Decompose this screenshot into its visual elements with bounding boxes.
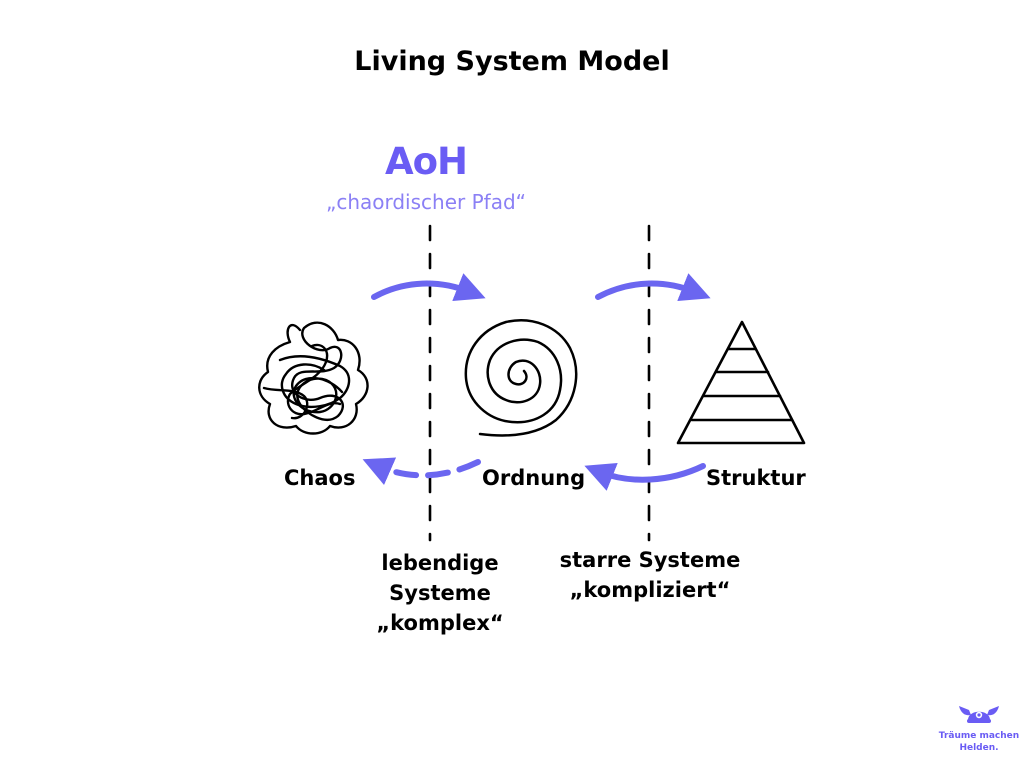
node-label-chaos: Chaos bbox=[284, 466, 356, 490]
zone-left-line-2: Systeme bbox=[389, 581, 491, 605]
brand-logo: Träume machen Helden. bbox=[938, 700, 1020, 754]
arrow-struktur-to-ordnung bbox=[584, 462, 706, 491]
node-label-struktur: Struktur bbox=[706, 466, 806, 490]
page-title: Living System Model bbox=[354, 46, 670, 77]
spiral-icon bbox=[464, 319, 578, 437]
zone-left-line-3: „komplex“ bbox=[376, 611, 504, 635]
arrow-ordnung-to-struktur bbox=[595, 273, 711, 302]
arrow-chaos-to-ordnung bbox=[371, 273, 486, 302]
zone-right-line-1: starre Systeme bbox=[559, 548, 741, 572]
zone-right-line-2: „kompliziert“ bbox=[569, 578, 731, 602]
brand-line-1: Träume machen bbox=[938, 731, 1020, 741]
brand-text: Träume machen Helden. bbox=[938, 730, 1020, 754]
zone-left-line-1: lebendige bbox=[381, 551, 499, 575]
node-label-ordnung: Ordnung bbox=[482, 466, 586, 490]
zone-label-starre-systeme: starre Systeme „kompliziert“ bbox=[550, 545, 750, 605]
viking-helmet-icon bbox=[959, 706, 999, 723]
zone-label-lebendige-systeme: lebendige Systeme „komplex“ bbox=[340, 548, 540, 638]
pyramid-icon bbox=[676, 320, 806, 445]
aoh-label: AoH bbox=[384, 140, 468, 183]
arrow-ordnung-to-chaos-dashed bbox=[362, 457, 481, 486]
scribble-icon bbox=[258, 321, 369, 435]
brand-line-2: Helden. bbox=[959, 743, 999, 753]
aoh-subtitle: „chaordischer Pfad“ bbox=[325, 190, 527, 214]
